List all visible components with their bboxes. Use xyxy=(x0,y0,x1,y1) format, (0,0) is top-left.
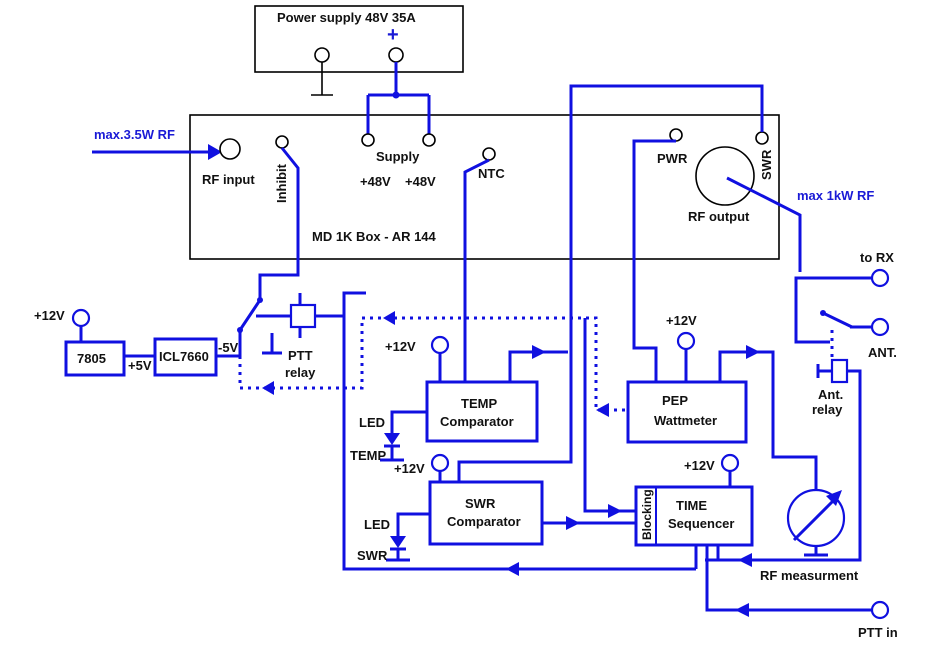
v12-pep-terminal xyxy=(676,331,696,351)
ptt-relay-label-1: PTT xyxy=(288,348,313,363)
swr-port-terminal xyxy=(755,131,769,145)
ps-plus-terminal xyxy=(388,47,404,63)
v5-label: +5V xyxy=(128,358,152,373)
blocking-label: Blocking xyxy=(640,489,654,540)
time-label-2: Sequencer xyxy=(668,516,734,531)
supply-terminal-2 xyxy=(422,133,436,147)
supply-terminal-1 xyxy=(361,133,375,147)
reg-7805-label: 7805 xyxy=(77,351,106,366)
supply-48v-1: +48V xyxy=(360,174,391,189)
temp-comparator-box xyxy=(425,380,539,443)
v12-temp-terminal xyxy=(430,335,450,355)
swr-port-label: SWR xyxy=(759,149,774,180)
v12-swr-label: +12V xyxy=(394,461,425,476)
ptt-relay-coil xyxy=(289,303,317,329)
vm5-label: -5V xyxy=(218,340,239,355)
ant-relay-label-1: Ant. xyxy=(818,387,843,402)
swr-label-1: SWR xyxy=(465,496,496,511)
v12-left-label: +12V xyxy=(34,308,65,323)
led-temp-label: LED xyxy=(359,415,385,430)
swr-label-2: Comparator xyxy=(447,514,521,529)
temp-led-label: TEMP xyxy=(350,448,386,463)
rf-meas-label: RF measurment xyxy=(760,568,859,583)
temp-label-2: Comparator xyxy=(440,414,514,429)
pwr-terminal xyxy=(669,128,683,142)
ntc-terminal xyxy=(482,147,496,161)
md-box-label: MD 1K Box - AR 144 xyxy=(312,229,437,244)
pep-label-2: Wattmeter xyxy=(654,413,717,428)
swr-comparator-box xyxy=(428,480,544,546)
ant-label: ANT. xyxy=(868,345,897,360)
v12-time-label: +12V xyxy=(684,458,715,473)
v12-pep-label: +12V xyxy=(666,313,697,328)
max-output-label: max 1kW RF xyxy=(797,188,874,203)
pep-label-1: PEP xyxy=(662,393,688,408)
plus-sign: + xyxy=(387,24,399,46)
temp-label-1: TEMP xyxy=(461,396,497,411)
led-swr-label: LED xyxy=(364,517,390,532)
ps-minus-terminal xyxy=(314,47,330,63)
to-rx-terminal xyxy=(870,268,890,288)
time-label-1: TIME xyxy=(676,498,707,513)
rf-output-label: RF output xyxy=(688,209,750,224)
ptt-relay-label-2: relay xyxy=(285,365,316,380)
rf-input-label: RF input xyxy=(202,172,255,187)
ant-relay-coil xyxy=(830,358,849,384)
power-supply-box xyxy=(254,5,464,73)
v12-swr-terminal xyxy=(430,453,450,473)
ant-relay-label-2: relay xyxy=(812,402,843,417)
ptt-in-terminal xyxy=(870,600,890,620)
ptt-in-label: PTT in xyxy=(858,625,898,640)
supply-label: Supply xyxy=(376,149,420,164)
supply-48v-2: +48V xyxy=(405,174,436,189)
pwr-label: PWR xyxy=(657,151,688,166)
inhibit-terminal xyxy=(275,135,289,149)
inhibit-label: Inhibit xyxy=(274,163,289,203)
max-input-label: max.3.5W RF xyxy=(94,127,175,142)
rf-output-terminal xyxy=(695,146,755,206)
icl7660-label: ICL7660 xyxy=(159,349,209,364)
to-rx-label: to RX xyxy=(860,250,894,265)
v12-temp-label: +12V xyxy=(385,339,416,354)
v12-time-terminal xyxy=(720,453,740,473)
ntc-label: NTC xyxy=(478,166,505,181)
power-supply-label: Power supply 48V 35A xyxy=(277,10,416,25)
pep-wattmeter-box xyxy=(626,380,748,444)
swr-led-label: SWR xyxy=(357,548,388,563)
v12-left-terminal xyxy=(71,308,91,328)
ant-terminal xyxy=(870,317,890,337)
reg-7805-box xyxy=(64,340,126,377)
rf-input-terminal xyxy=(219,138,241,160)
